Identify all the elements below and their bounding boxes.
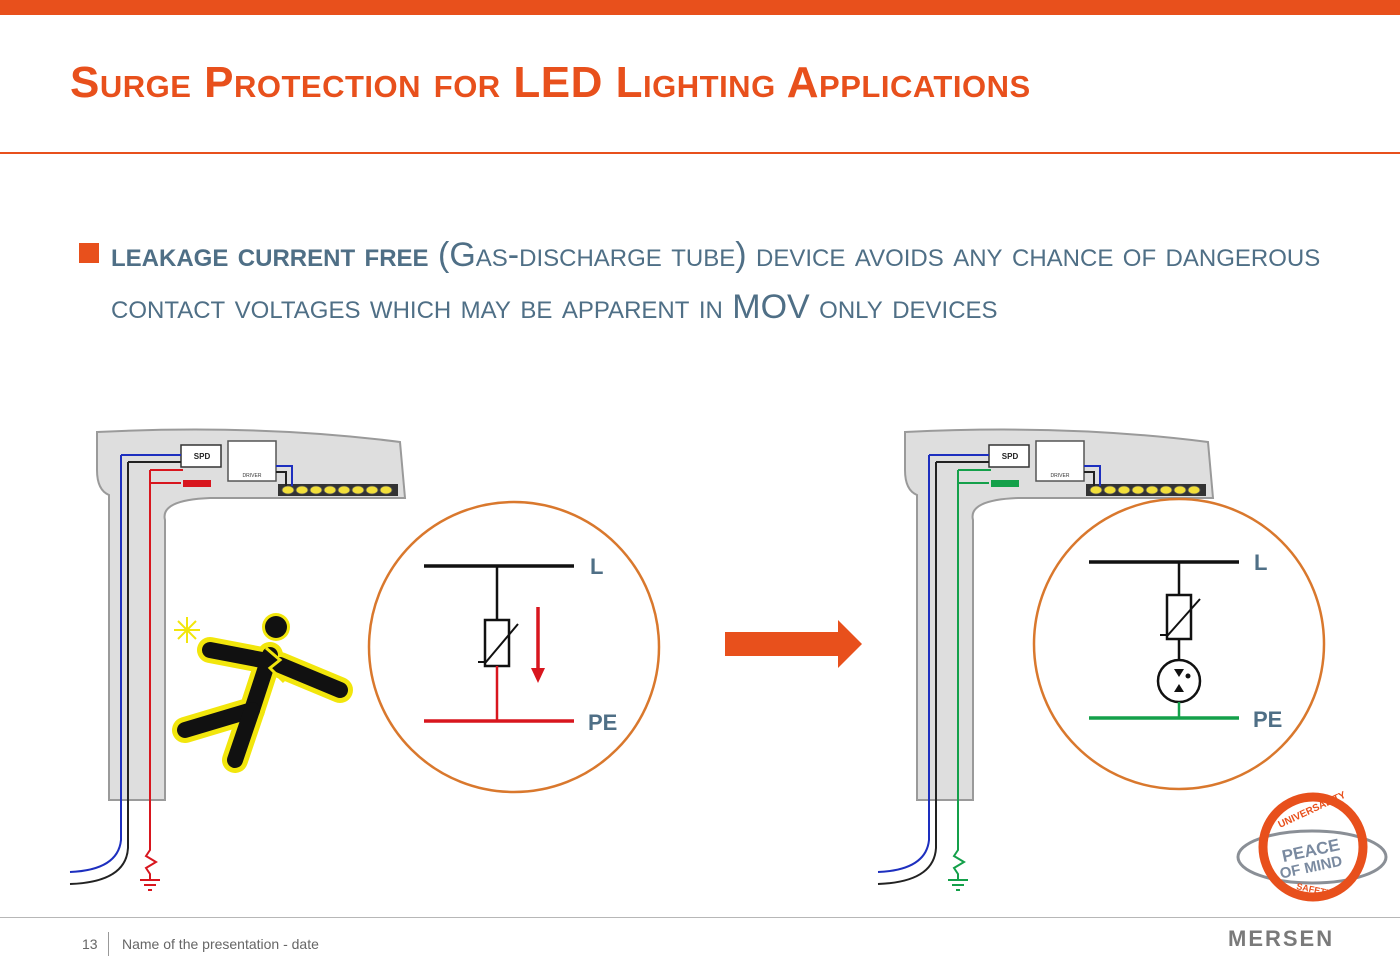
- mersen-logo: MERSEN: [1228, 926, 1335, 951]
- gas-discharge-tube-symbol: [1156, 658, 1202, 704]
- bullet-text: leakage current free (Gas-discharge tube…: [111, 229, 1341, 333]
- left-mov-schematic: L PE: [367, 500, 661, 794]
- left-leak-marker: [183, 480, 211, 487]
- left-mov-symbol: [483, 618, 511, 668]
- footer-separator: [108, 932, 109, 956]
- slide-title: Surge Protection for LED Lighting Applic…: [70, 58, 1031, 107]
- right-gdt-schematic: L PE: [1032, 497, 1326, 791]
- right-driver-box: [1035, 440, 1085, 482]
- transition-arrow-icon: [725, 620, 862, 668]
- right-ground-icon: [948, 879, 968, 891]
- left-line-label: L: [590, 554, 603, 579]
- right-driver-label: DRIVER: [1051, 473, 1070, 479]
- electric-shock-person-icon: [172, 613, 353, 773]
- bullet-bold: leakage current free: [111, 236, 429, 274]
- right-wire-pe: [952, 470, 966, 880]
- right-wire-l: [877, 455, 930, 873]
- bullet-square-icon: [79, 243, 99, 263]
- right-safe-marker: [991, 480, 1019, 487]
- left-spd-label: SPD: [194, 452, 211, 461]
- footer-rule: [0, 917, 1400, 918]
- peace-of-mind-badge: UNIVERSALITY PEACE OF MIND SAFETY: [1236, 790, 1388, 902]
- left-wire-l: [69, 455, 122, 873]
- left-driver-label: DRIVER: [243, 473, 262, 479]
- right-spd-label: SPD: [1002, 452, 1019, 461]
- left-led-dots: [281, 485, 393, 495]
- left-pe-label: PE: [588, 710, 617, 735]
- right-pe-label: PE: [1253, 707, 1282, 732]
- top-accent-bar: [0, 0, 1400, 15]
- right-line-label: L: [1254, 550, 1267, 575]
- left-wire-pe: [144, 470, 158, 880]
- right-wire-n: [877, 462, 937, 885]
- right-led-dots: [1089, 485, 1201, 495]
- left-wire-n: [69, 462, 129, 885]
- left-luminaire: SPD DRIVER: [69, 428, 407, 891]
- footer-text: Name of the presentation - date: [122, 936, 319, 952]
- right-luminaire: SPD DRIVER: [877, 428, 1215, 891]
- left-ground-icon: [140, 879, 160, 891]
- title-rule: [0, 152, 1400, 154]
- bullet-rest: (Gas-discharge tube) device avoids any c…: [111, 236, 1321, 326]
- page-number: 13: [82, 936, 98, 952]
- spark-icon: [174, 617, 200, 643]
- left-driver-box: [227, 440, 277, 482]
